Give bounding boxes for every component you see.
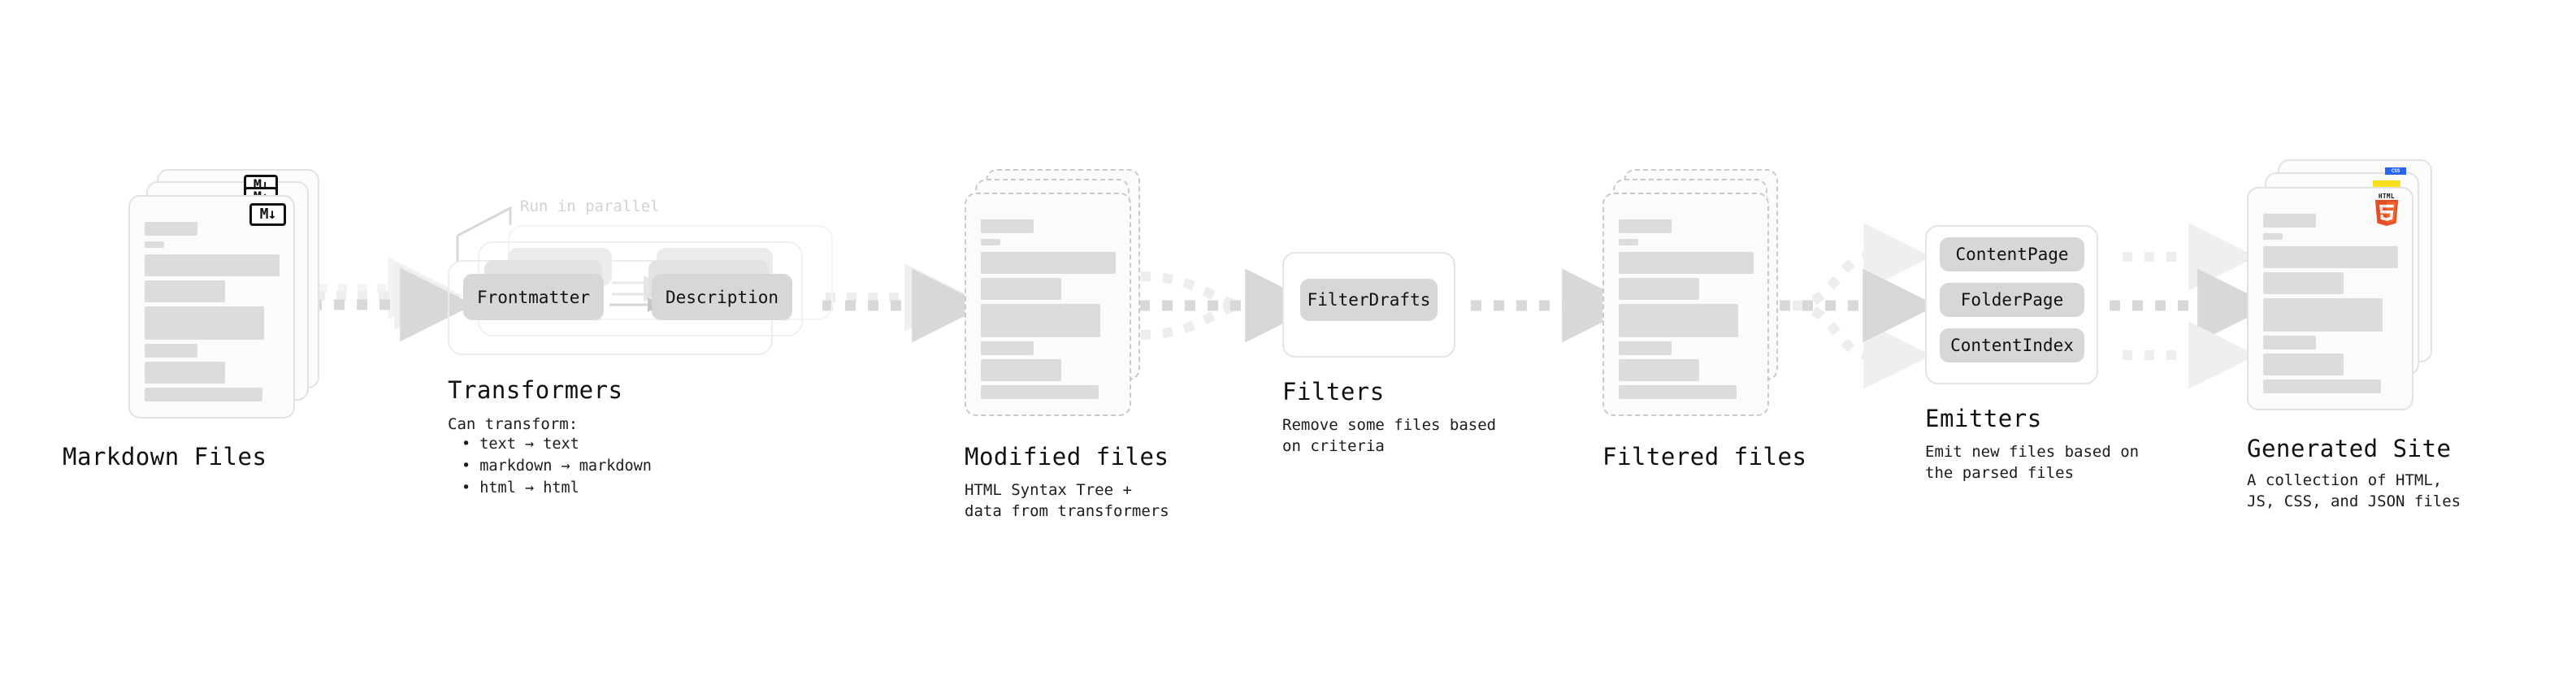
emitter-node-contentpage-label: ContentPage	[1955, 245, 2069, 264]
transformer-node-description-label: Description	[665, 287, 779, 307]
stage-title-generated-site: Generated Site	[2247, 435, 2452, 462]
stage-title-filters: Filters	[1282, 378, 1385, 406]
stage-desc-transformers: Can transform:	[448, 415, 579, 433]
stage-title-filtered-files: Filtered files	[1602, 443, 1807, 471]
arrow-transformers-to-modified	[822, 263, 987, 343]
emitter-node-folderpage[interactable]: FolderPage	[1940, 283, 2084, 317]
transformer-bullet-1: • markdown → markdown	[462, 458, 652, 475]
stage-desc-emitters: Emit new files based on the parsed files	[1925, 443, 2140, 482]
markdown-icon: M↓	[249, 203, 286, 226]
modified-file-skeleton	[981, 216, 1120, 400]
transformer-node-frontmatter-label: Frontmatter	[476, 287, 591, 307]
filtered-file-card	[1602, 193, 1769, 416]
run-in-parallel-label: Run in parallel	[520, 197, 660, 215]
stage-title-markdown-files: Markdown Files	[63, 443, 267, 471]
filter-node-filterdrafts[interactable]: FilterDrafts	[1300, 279, 1438, 321]
arrow-markdown-to-transformers	[311, 257, 475, 342]
css-icon-label: CSS	[2391, 168, 2400, 174]
css-icon: CSS	[2385, 167, 2406, 175]
markdown-file-skeleton	[145, 219, 284, 402]
filter-node-filterdrafts-label: FilterDrafts	[1307, 290, 1431, 310]
stage-title-emitters: Emitters	[1925, 405, 2042, 432]
markdown-file-card	[128, 195, 295, 419]
transformer-node-description[interactable]: Description	[652, 274, 792, 320]
html5-icon-label: HTML	[2378, 193, 2396, 200]
site-file-skeleton	[2263, 210, 2402, 394]
markdown-icon-glyph: M↓	[259, 206, 277, 223]
emitter-node-contentindex[interactable]: ContentIndex	[1940, 328, 2084, 362]
emitter-node-contentpage[interactable]: ContentPage	[1940, 237, 2084, 271]
stage-desc-filters: Remove some files based on criteria	[1282, 416, 1497, 455]
filtered-file-skeleton	[1619, 216, 1758, 400]
emitter-node-contentindex-label: ContentIndex	[1950, 336, 2074, 355]
stage-desc-generated-site: A collection of HTML, JS, CSS, and JSON …	[2247, 471, 2461, 510]
transformer-node-frontmatter[interactable]: Frontmatter	[463, 274, 604, 320]
modified-file-card	[965, 193, 1131, 416]
html5-icon: HTML	[2373, 193, 2400, 226]
transformer-bullet-2: • html → html	[462, 479, 579, 497]
arrow-modified-to-filters	[1139, 268, 1320, 343]
stage-title-modified-files: Modified files	[965, 443, 1169, 471]
arrow-filtered-to-emitters	[1780, 223, 1937, 389]
stage-title-transformers: Transformers	[448, 376, 623, 404]
stage-desc-modified-files: HTML Syntax Tree + data from transformer…	[965, 481, 1169, 520]
emitter-node-folderpage-label: FolderPage	[1960, 290, 2064, 310]
html5-icon-shield	[2374, 200, 2399, 226]
arrow-emitters-to-site	[2110, 223, 2272, 389]
transformer-bullet-0: • text → text	[462, 436, 579, 453]
